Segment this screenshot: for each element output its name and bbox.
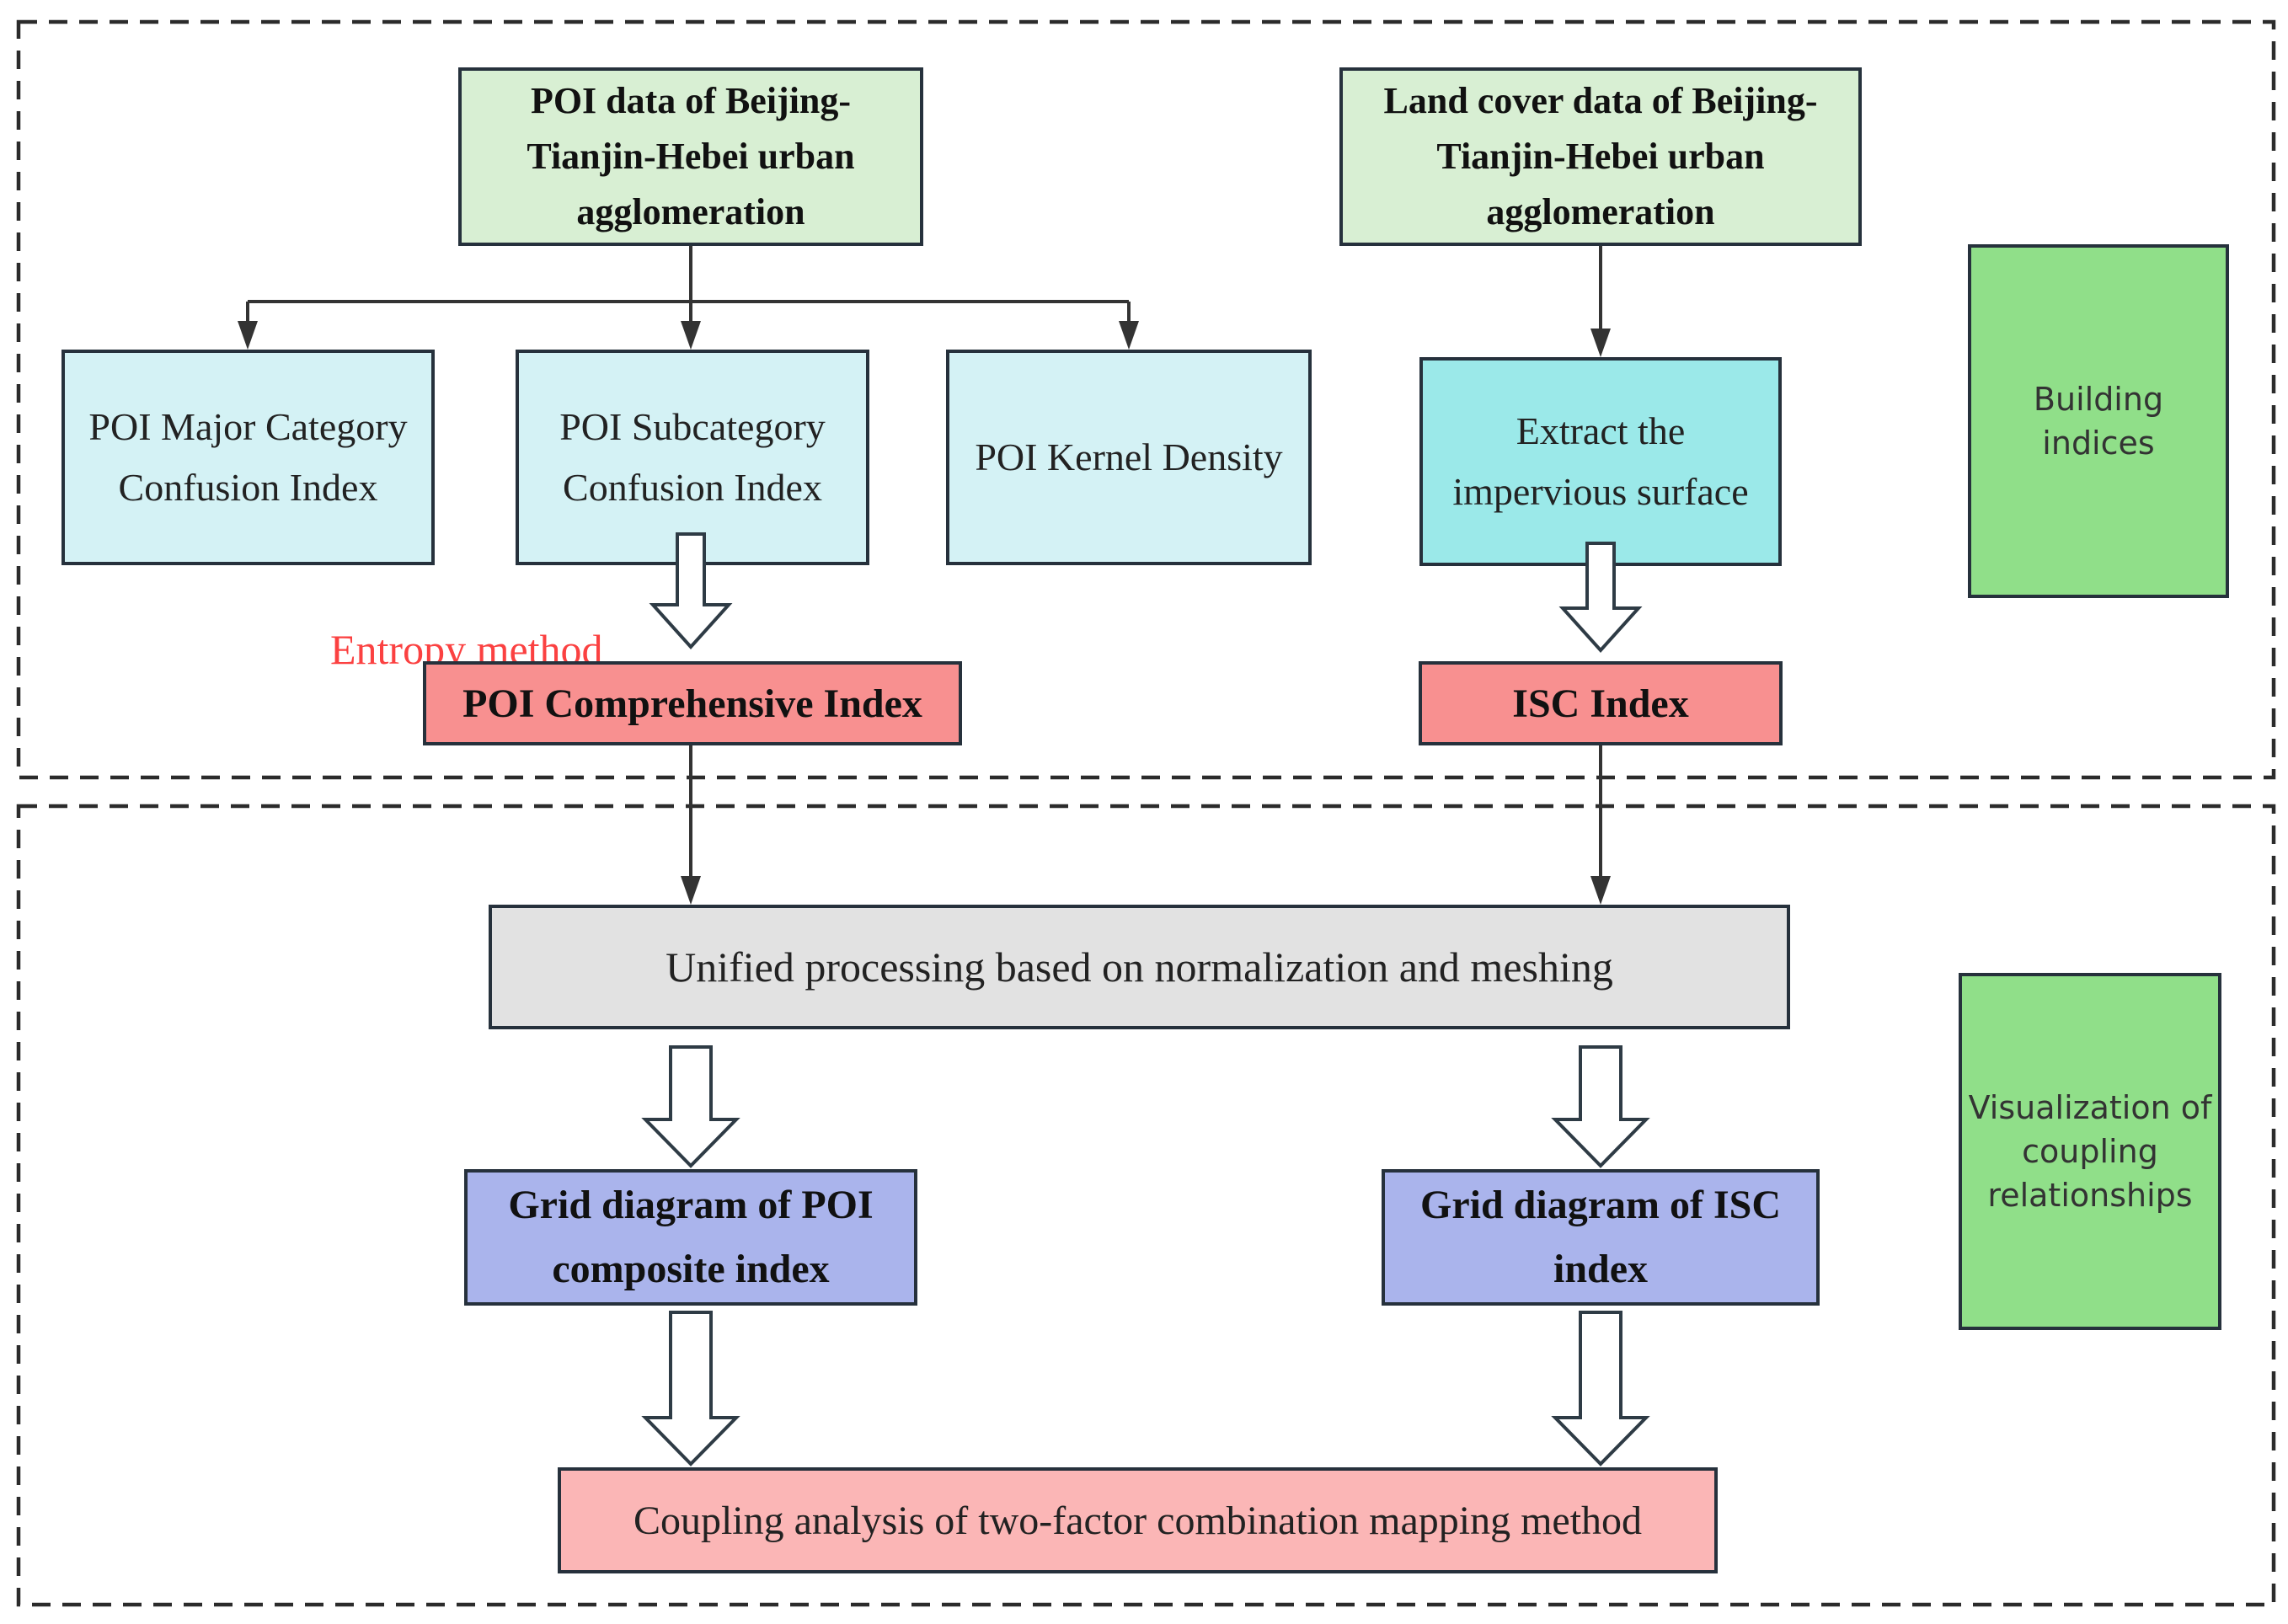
box-poi-data-line2: Tianjin-Hebei urban <box>527 136 855 177</box>
box-unified-processing: Unified processing based on normalizatio… <box>489 905 1790 1029</box>
box-poi-subcategory-confusion-index: POI Subcategory Confusion Index <box>516 350 869 565</box>
box-isc-index-label: ISC Index <box>1512 681 1689 726</box>
box-land-cover-data: Land cover data of Beijing- Tianjin-Hebe… <box>1339 67 1862 246</box>
arrowhead-to-unified-right <box>1590 876 1611 905</box>
box-land-cover-line1: Land cover data of Beijing- <box>1383 80 1818 121</box>
box-unified-processing-label: Unified processing based on normalizatio… <box>666 943 1613 991</box>
box-poi-kernel-label: POI Kernel Density <box>975 435 1283 478</box>
box-poi-kernel-density: POI Kernel Density <box>946 350 1312 565</box>
box-poi-data-line3: agglomeration <box>576 191 805 232</box>
box-poi-comprehensive-index: POI Comprehensive Index <box>423 661 962 745</box>
arrowhead-to-poi-kernel <box>1119 321 1139 350</box>
box-extract-impervious-surface: Extract the impervious surface <box>1419 357 1782 566</box>
arrowhead-to-extract <box>1590 329 1611 357</box>
stage-label-building-indices: Building indices <box>1968 244 2229 598</box>
arrowhead-to-poi-subcategory <box>681 321 701 350</box>
box-poi-major-label: POI Major Category Confusion Index <box>88 405 408 509</box>
hollow-arrow-unified-to-grid-isc <box>1551 1045 1650 1168</box>
box-grid-diagram-poi: Grid diagram of POI composite index <box>464 1169 917 1306</box>
box-poi-data: POI data of Beijing- Tianjin-Hebei urban… <box>458 67 923 246</box>
hollow-arrow-grid-poi-to-coupling <box>641 1311 740 1466</box>
box-poi-data-line1: POI data of Beijing- <box>530 80 852 121</box>
arrowhead-to-poi-major <box>238 321 258 350</box>
box-poi-comprehensive-label: POI Comprehensive Index <box>462 681 922 726</box>
box-extract-label: Extract the impervious surface <box>1452 409 1749 513</box>
hollow-arrow-grid-isc-to-coupling <box>1551 1311 1650 1466</box>
box-poi-subcategory-label: POI Subcategory Confusion Index <box>559 405 826 509</box>
building-indices-label: Building indices <box>2033 381 2164 462</box>
box-land-cover-line2: Tianjin-Hebei urban <box>1436 136 1765 177</box>
arrowhead-to-unified-left <box>681 876 701 905</box>
box-coupling-analysis: Coupling analysis of two-factor combinat… <box>558 1467 1718 1573</box>
visualization-label: Visualization of coupling relationships <box>1968 1089 2212 1214</box>
stage-label-visualization: Visualization of coupling relationships <box>1959 973 2221 1330</box>
box-coupling-analysis-label: Coupling analysis of two-factor combinat… <box>633 1498 1643 1543</box>
box-poi-major-category-confusion-index: POI Major Category Confusion Index <box>61 350 435 565</box>
box-isc-index: ISC Index <box>1419 661 1783 745</box>
box-grid-diagram-isc: Grid diagram of ISC index <box>1382 1169 1820 1306</box>
box-grid-poi-label: Grid diagram of POI composite index <box>508 1183 874 1291</box>
box-grid-isc-label: Grid diagram of ISC index <box>1419 1183 1781 1291</box>
hollow-arrow-unified-to-grid-poi <box>641 1045 740 1168</box>
box-land-cover-line3: agglomeration <box>1486 191 1715 232</box>
